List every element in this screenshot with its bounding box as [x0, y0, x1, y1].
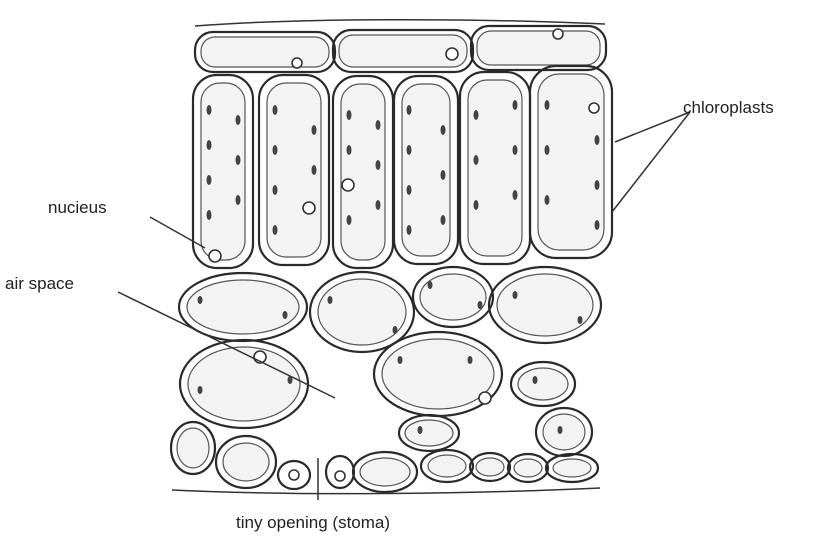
palisade-layer [193, 66, 612, 268]
spongy-layer [179, 267, 601, 456]
label-air-space: air space [5, 274, 74, 293]
label-chloroplasts: chloroplasts [683, 98, 774, 117]
label-stoma: tiny opening (stoma) [236, 513, 390, 532]
label-nucleus: nucieus [48, 198, 107, 217]
upper-epidermis [195, 26, 606, 72]
